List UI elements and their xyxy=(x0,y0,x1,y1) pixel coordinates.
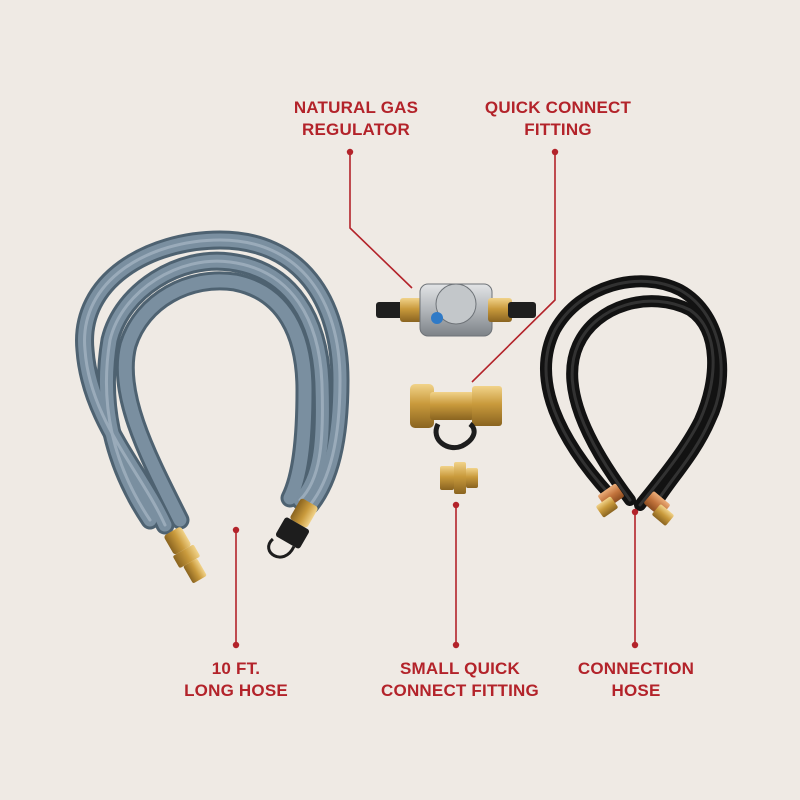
connection-hose-fittings xyxy=(596,483,674,526)
label-connection-hose-line1: CONNECTION xyxy=(577,659,695,678)
callout-line-quick-connect xyxy=(471,152,556,383)
label-quick-connect-line2: FITTING xyxy=(524,120,592,139)
label-regulator-line2: REGULATOR xyxy=(302,120,410,139)
label-quick-connect-line1: QUICK CONNECT xyxy=(484,98,632,117)
callout-lines xyxy=(235,152,636,645)
gray-hose-quick-connect-end xyxy=(267,498,318,559)
gray-hose-male-fitting xyxy=(164,527,207,583)
small-quick-connect-fitting xyxy=(440,462,478,494)
callout-line-regulator xyxy=(349,152,413,289)
label-small-fitting-line1: SMALL QUICK xyxy=(400,659,520,678)
label-small-fitting-line2: CONNECT FITTING xyxy=(381,681,539,700)
gas-regulator xyxy=(376,283,536,337)
label-quick-connect-fitting: QUICK CONNECT FITTING xyxy=(485,97,631,141)
label-small-quick-connect-fitting: SMALL QUICK CONNECT FITTING xyxy=(381,658,539,702)
label-long-hose: 10 FT. LONG HOSE xyxy=(184,658,288,702)
label-connection-hose: CONNECTION HOSE xyxy=(578,658,694,702)
gray-hose xyxy=(75,230,350,535)
label-connection-hose-line2: HOSE xyxy=(611,681,661,700)
label-long-hose-line1: 10 FT. xyxy=(211,659,261,678)
callout-dots xyxy=(232,148,639,649)
black-connection-hose xyxy=(540,275,728,511)
label-natural-gas-regulator: NATURAL GAS REGULATOR xyxy=(294,97,418,141)
quick-connect-fitting xyxy=(410,384,502,450)
label-regulator-line1: NATURAL GAS xyxy=(293,98,419,117)
label-long-hose-line2: LONG HOSE xyxy=(184,681,288,700)
